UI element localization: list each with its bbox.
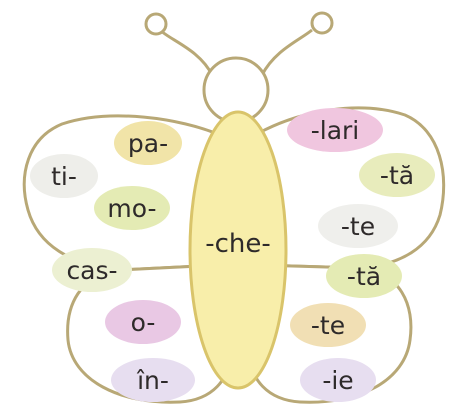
syllable-lari: -lari (287, 108, 383, 152)
syllable-bubble (326, 254, 402, 298)
syllable-te-1: -te (318, 204, 398, 248)
syllable-text: -ie (322, 366, 353, 395)
syllable-text: cas- (66, 256, 117, 285)
antennae (144, 11, 334, 76)
syllable-bubble (94, 186, 170, 230)
syllable-bubble (114, 121, 182, 165)
syllable-cas: cas- (52, 248, 132, 292)
syllable-o: o- (105, 300, 181, 344)
syllable-bubble (318, 204, 398, 248)
center-syllable: -che- (205, 229, 271, 259)
right-wing-syllables: -lari -tă -te -tă -te -ie (287, 108, 435, 402)
syllable-text: mo- (107, 194, 156, 223)
syllable-ti: ti- (30, 154, 98, 198)
syllable-bubble (359, 153, 435, 197)
syllable-pa: pa- (114, 121, 182, 165)
syllable-text: -tă (380, 161, 414, 190)
syllable-ta-1: -tă (359, 153, 435, 197)
syllable-in: în- (111, 358, 195, 402)
left-wing-syllables: pa- ti- mo- cas- o- în- (30, 121, 195, 402)
syllable-ie: -ie (300, 358, 376, 402)
syllable-text: -te (341, 212, 375, 241)
syllable-bubble (287, 108, 383, 152)
syllable-text: ti- (51, 162, 77, 191)
syllable-bubble (111, 358, 195, 402)
syllable-text: în- (136, 366, 169, 395)
syllable-text: o- (131, 308, 156, 337)
syllable-text: -lari (311, 116, 360, 145)
syllable-text: -te (311, 311, 345, 340)
syllable-bubble (52, 248, 132, 292)
syllable-text: pa- (128, 129, 168, 158)
syllable-mo: mo- (94, 186, 170, 230)
syllable-bubble (105, 300, 181, 344)
butterfly-body (188, 110, 288, 390)
syllable-bubble (300, 358, 376, 402)
syllable-ta-2: -tă (326, 254, 402, 298)
syllable-text: -tă (347, 262, 381, 291)
syllable-bubble (290, 303, 366, 347)
syllable-te-2: -te (290, 303, 366, 347)
syllable-bubble (30, 154, 98, 198)
